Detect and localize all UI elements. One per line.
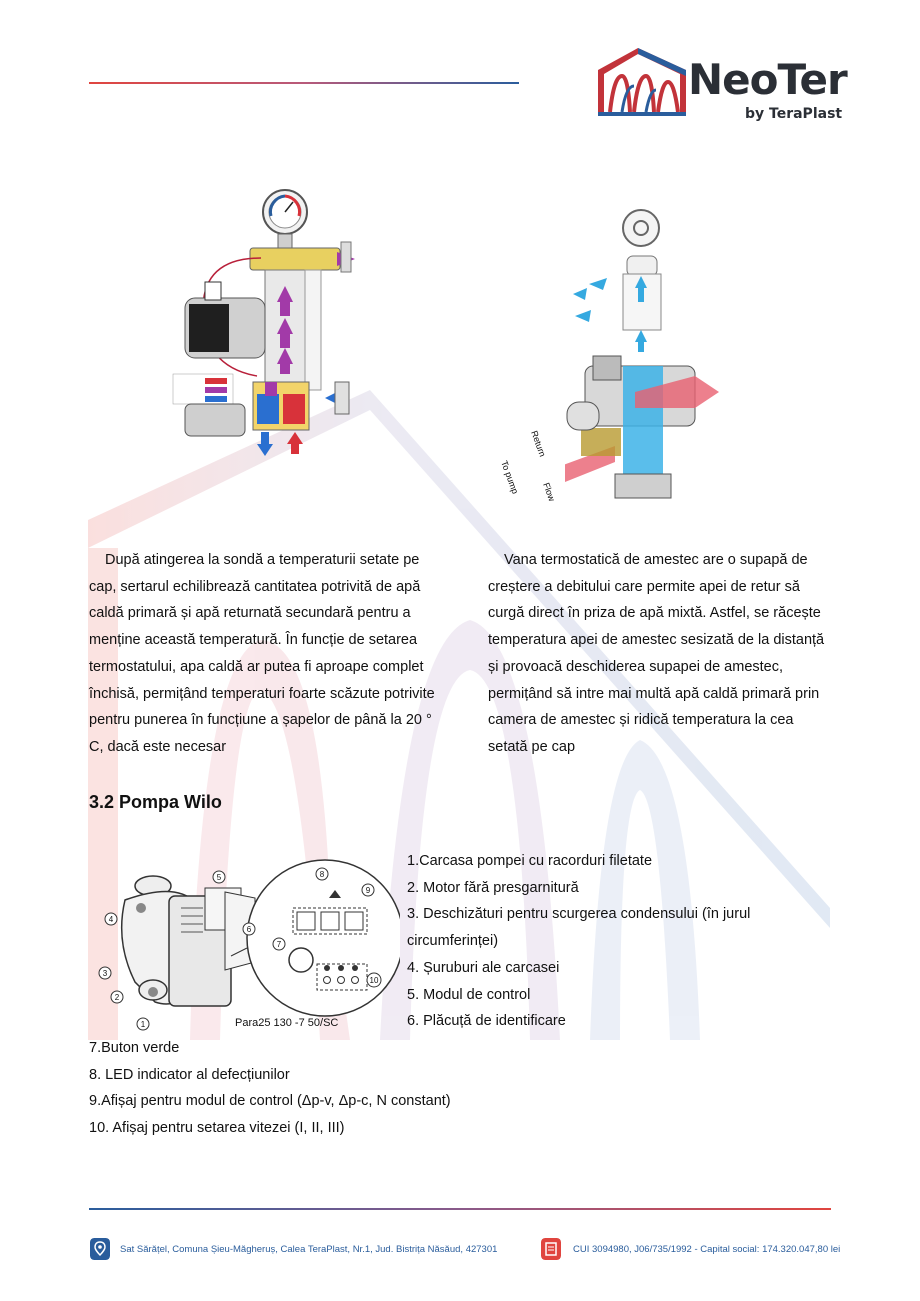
callout-8: 8 (320, 870, 325, 879)
section-title: 3.2 Pompa Wilo (89, 792, 222, 812)
callout-3: 3 (103, 969, 108, 978)
pump-model-label: Para25 130 -7 50/SC (235, 1017, 338, 1029)
callout-1: 1 (141, 1020, 146, 1029)
list-item: 4. Șuruburi ale carcasei (407, 959, 560, 976)
callout-6: 6 (247, 925, 252, 934)
callout-5: 5 (217, 873, 222, 882)
list-item: 6. Plăcuță de identificare (407, 1013, 566, 1030)
mixing-valve-diagram: Return To pump Flow (499, 209, 719, 503)
list-item: 5. Modul de control (407, 986, 531, 1003)
list-item: 7.Buton verde (89, 1040, 180, 1056)
footer-address: Sat Sărățel, Comuna Șieu-Măgheruș, Calea… (120, 1244, 498, 1255)
paragraph-left: După atingerea la sondă a temperaturii s… (89, 547, 439, 761)
wilo-pump-diagram: 1 2 3 4 5 6 7 8 9 10 Para25 130 -7 50/SC (98, 859, 400, 1031)
callout-10: 10 (370, 976, 379, 985)
footer-legal: CUI 3094980, J06/735/1992 - Capital soci… (573, 1244, 841, 1255)
callout-4: 4 (109, 915, 114, 924)
location-pin-icon (90, 1238, 110, 1260)
paragraph-left-text: După atingerea la sondă a temperaturii s… (89, 552, 435, 755)
component-list-left: 7.Buton verde 8. LED indicator al defecț… (89, 1035, 689, 1142)
list-item: 2. Motor fără presgarnitură (407, 879, 579, 896)
mixing-group-diagram (172, 189, 355, 456)
callout-2: 2 (115, 993, 120, 1002)
list-item: 8. LED indicator al defecțiunilor (89, 1066, 290, 1083)
logo-subtitle: by TeraPlast (745, 106, 843, 122)
list-item: 3. Deschizături pentru scurgerea condens… (407, 906, 751, 950)
callout-7: 7 (277, 940, 282, 949)
header-divider (89, 82, 519, 84)
list-item: 1.Carcasa pompei cu racorduri filetate (407, 853, 653, 869)
list-item: 10. Afișaj pentru setarea vitezei (I, II… (89, 1120, 345, 1137)
paragraph-right: Vana termostatică de amestec are o supap… (488, 547, 833, 761)
logo-text: NeoTer (688, 55, 848, 104)
footer-divider (89, 1208, 831, 1210)
component-list-right: 1.Carcasa pompei cu racorduri filetate 2… (407, 848, 807, 1035)
document-icon (541, 1238, 561, 1260)
neoter-logo (598, 48, 686, 116)
paragraph-right-text: Vana termostatică de amestec are o supap… (488, 552, 825, 755)
callout-9: 9 (366, 886, 371, 895)
list-item: 9.Afișaj pentru modul de control (Δp-v, … (89, 1093, 451, 1110)
